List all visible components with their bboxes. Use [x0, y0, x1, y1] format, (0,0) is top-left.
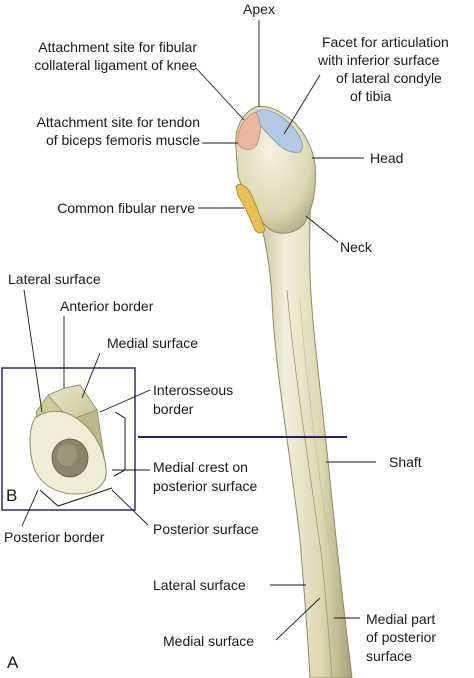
leader-neck [305, 215, 339, 243]
inset-frame [1, 367, 136, 511]
label-facet-4: of tibia [350, 88, 391, 104]
label-posterior-border: Posterior border [4, 529, 105, 545]
label-interosseous-2: border [153, 401, 194, 417]
interosseous-bracket [113, 411, 126, 477]
label-facet-2: with inferior surface [317, 52, 440, 68]
panel-letter-a: A [7, 653, 19, 672]
shaft-ridge-line [286, 289, 333, 678]
label-facet-1: Facet for articulation [322, 34, 449, 50]
leader-posterior-surface [111, 489, 149, 526]
label-medial-surface-inset: Medial surface [107, 335, 198, 351]
label-head: Head [370, 150, 403, 166]
fibula-shaft [249, 171, 353, 678]
label-medial-crest-1: Medial crest on [153, 459, 248, 475]
shaft-ridge-line-2 [299, 299, 333, 561]
posterior-surface-bracket [39, 487, 113, 507]
medullary-cavity-inner [57, 444, 77, 466]
labels: Apex Attachment site for fibular collate… [4, 1, 449, 672]
leader-interosseous [99, 389, 151, 413]
panel-letter-b: B [6, 486, 17, 505]
leader-fibular-collateral [195, 67, 245, 121]
label-biceps-2: of biceps femoris muscle [46, 132, 200, 148]
leader-medial-surface-shaft [275, 597, 321, 641]
leader-medial-surface-inset [81, 352, 101, 399]
label-lateral-surface-shaft: Lateral surface [153, 577, 246, 593]
label-anterior-border: Anterior border [60, 298, 154, 314]
label-interosseous-1: Interosseous [153, 382, 233, 398]
label-medial-surface-shaft: Medial surface [163, 633, 254, 649]
label-fibular-collateral-1: Attachment site for fibular [38, 39, 197, 55]
label-lateral-surface-inset: Lateral surface [8, 271, 101, 287]
label-fibular-collateral-2: collateral ligament of knee [34, 57, 197, 73]
common-fibular-nerve [235, 184, 266, 234]
cross-section-prism [29, 384, 107, 495]
leader-lines [21, 20, 376, 641]
label-biceps-1: Attachment site for tendon [37, 114, 200, 130]
label-facet-3: of lateral condyle [336, 70, 442, 86]
articular-facet [255, 109, 303, 153]
leader-lateral-surface-inset [23, 289, 43, 413]
label-medial-crest-2: posterior surface [153, 478, 257, 494]
label-apex: Apex [243, 1, 275, 17]
leader-posterior-border [21, 489, 39, 527]
leader-facet [283, 74, 321, 135]
label-medial-part-posterior-2: of posterior [366, 629, 436, 645]
label-common-fibular-nerve: Common fibular nerve [57, 200, 195, 216]
label-shaft: Shaft [389, 454, 422, 470]
label-posterior-surface: Posterior surface [153, 521, 259, 537]
label-medial-part-posterior-3: surface [366, 648, 412, 664]
collateral-ligament-site [237, 111, 261, 150]
fibula-bone [235, 105, 353, 678]
label-medial-part-posterior-1: Medial part [366, 611, 435, 627]
label-neck: Neck [340, 239, 373, 255]
